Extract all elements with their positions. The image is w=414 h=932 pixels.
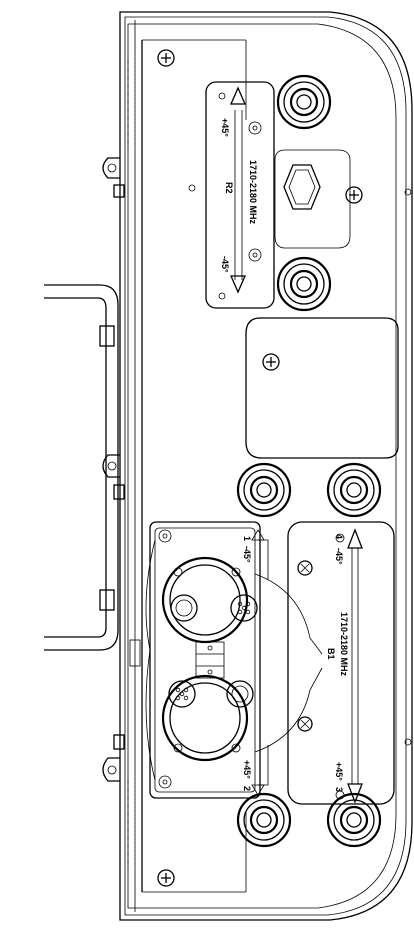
- hex-nut: [283, 164, 321, 210]
- rf-connector: [236, 462, 292, 518]
- screw-icon: [262, 353, 280, 371]
- connector-pol-upper-label: -45°: [242, 546, 252, 563]
- bracket-bolt: [404, 738, 412, 746]
- screw-icon: [157, 49, 175, 67]
- upper-pol-right-label: -45°: [220, 256, 230, 273]
- rf-connector: [326, 462, 382, 518]
- lower-label-plate: [287, 521, 395, 805]
- lower-port-num-right: 3: [334, 787, 344, 792]
- connector-port-num-upper: 1: [242, 536, 252, 541]
- screw-icon: [157, 869, 175, 887]
- upper-port-id-label: R2: [224, 182, 234, 194]
- antenna-housing: [119, 11, 413, 921]
- mounting-plate-outline: [245, 317, 399, 459]
- lower-port-num-left: 4: [334, 534, 344, 539]
- lower-band-label: 1710-2180 MHz: [339, 612, 349, 677]
- rf-connector: [326, 792, 382, 848]
- screw-icon: [345, 186, 363, 204]
- lifting-lug-top: [102, 157, 125, 198]
- upper-pol-left-label: +45°: [220, 118, 230, 137]
- upper-label-plate: [188, 81, 275, 309]
- rf-connector: [276, 74, 332, 130]
- lower-pol-left-label: -45°: [334, 548, 344, 565]
- bracket-bolt: [404, 188, 412, 196]
- bracket-clamp: [129, 639, 141, 667]
- ret-connector-block: [145, 521, 323, 799]
- mounting-bracket: [44, 284, 119, 651]
- connector-port-num-lower: 2: [242, 786, 252, 791]
- lifting-lug-bottom: [102, 734, 125, 782]
- lower-pol-right-label: +45°: [334, 762, 344, 781]
- rf-connector: [236, 792, 292, 848]
- lifting-lug-mid: [102, 454, 125, 500]
- lower-port-id-label: B1: [326, 648, 336, 660]
- connector-pol-lower-label: +45°: [242, 760, 252, 779]
- hex-recess-outline: [274, 149, 351, 249]
- upper-band-label: 1710-2180 MHz: [248, 160, 258, 225]
- rf-connector: [276, 256, 332, 312]
